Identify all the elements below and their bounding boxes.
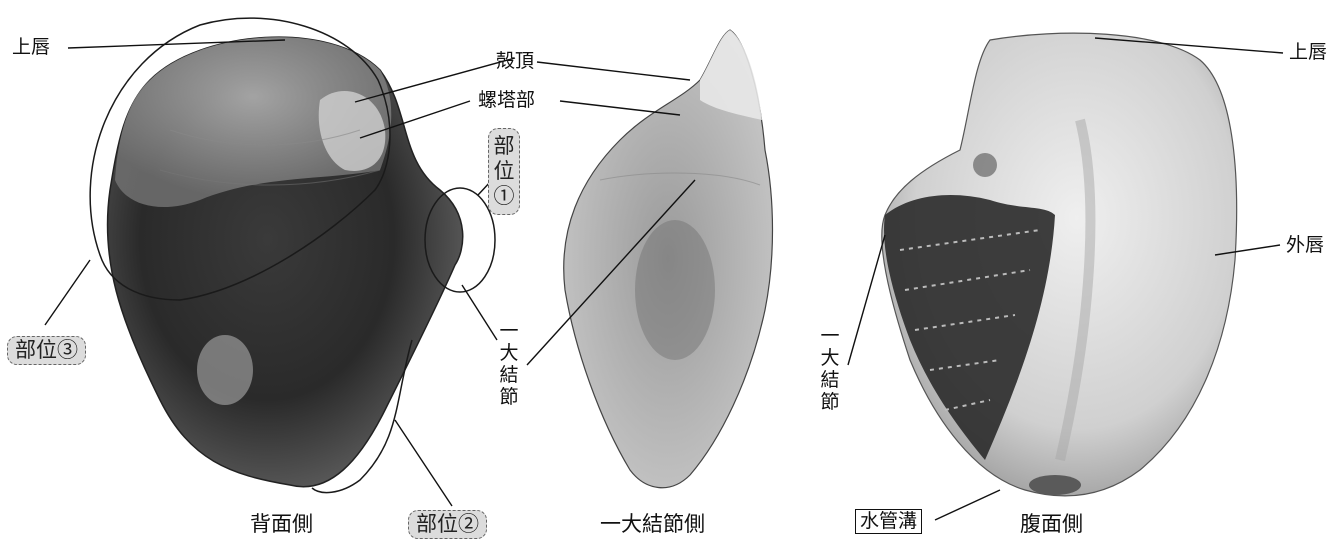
leader-siphonal-canal (935, 490, 1000, 520)
leader-knob-2 (848, 235, 885, 365)
region-2-tag: 部位② (408, 510, 487, 539)
label-upper-lip-right: 上唇 (1289, 43, 1327, 62)
leader-part2 (395, 420, 452, 506)
leader-apex (537, 62, 690, 80)
label-large-knob-2: 一大結節 (820, 325, 840, 413)
region-1-tag: 部位① (488, 128, 520, 215)
label-spire: 螺塔部 (478, 91, 535, 110)
ventral-shell (882, 33, 1237, 496)
side-shell (564, 30, 773, 488)
leader-part3 (45, 260, 90, 325)
label-apex: 殻頂 (496, 52, 534, 71)
caption-ventral: 腹面側 (1020, 514, 1083, 535)
region-3-tag: 部位③ (7, 336, 86, 365)
label-large-knob-1: 一大結節 (499, 320, 519, 408)
label-upper-lip-left: 上唇 (12, 38, 50, 57)
dorsal-shell (107, 37, 462, 487)
label-siphonal-canal: 水管溝 (855, 509, 922, 534)
caption-dorsal: 背面側 (250, 514, 313, 535)
label-outer-lip: 外唇 (1286, 236, 1324, 255)
caption-side: 一大結節側 (600, 514, 705, 535)
leader-knob-1 (462, 285, 497, 340)
